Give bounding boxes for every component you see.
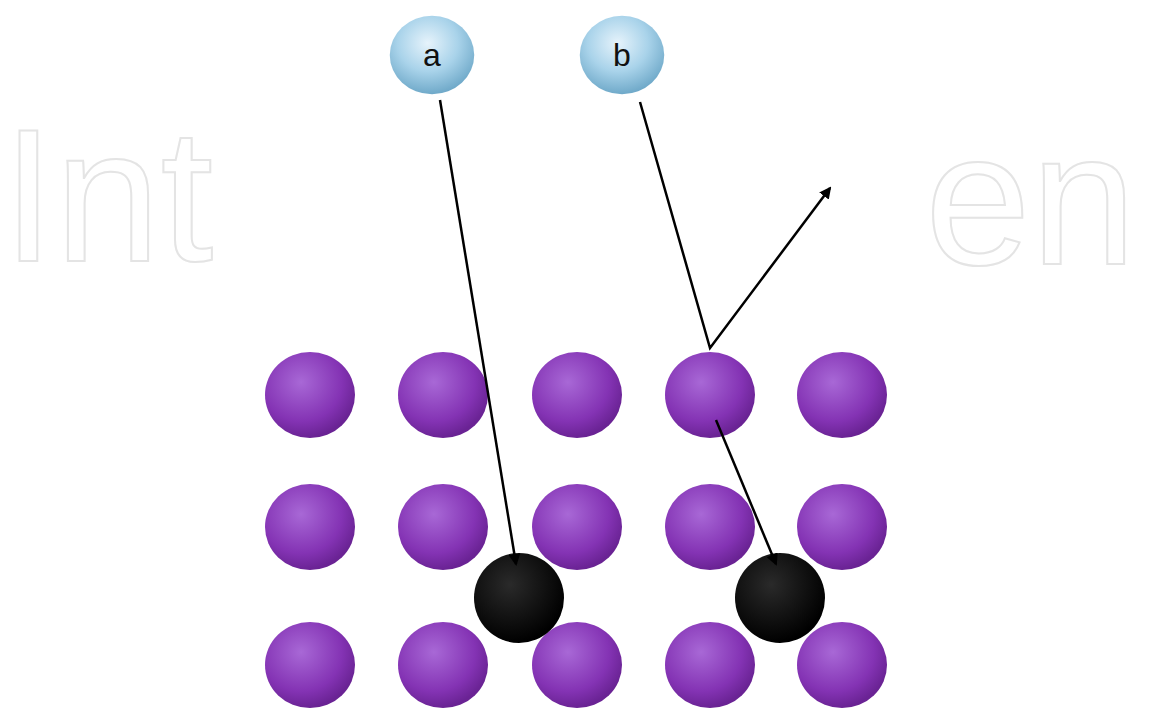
host-atom bbox=[265, 622, 355, 708]
host-atom bbox=[797, 352, 887, 438]
host-atom bbox=[532, 352, 622, 438]
host-atom bbox=[398, 484, 488, 570]
particle-label: b bbox=[613, 37, 631, 74]
recoil-arrow bbox=[716, 420, 776, 564]
host-atom bbox=[797, 484, 887, 570]
trajectory-arrow bbox=[440, 100, 516, 564]
interstitial-atom bbox=[735, 553, 825, 643]
trajectory-arrow bbox=[640, 102, 830, 348]
host-atoms bbox=[265, 352, 887, 708]
host-atom bbox=[665, 352, 755, 438]
incident-particle: a bbox=[388, 14, 476, 96]
host-atom bbox=[398, 352, 488, 438]
particle-label: a bbox=[423, 37, 441, 74]
host-atom bbox=[265, 352, 355, 438]
watermark: Int bbox=[2, 100, 213, 290]
host-atom bbox=[665, 622, 755, 708]
host-atom bbox=[532, 622, 622, 708]
host-atom bbox=[797, 622, 887, 708]
host-atom bbox=[398, 622, 488, 708]
host-atom bbox=[532, 484, 622, 570]
watermark: en bbox=[925, 103, 1136, 293]
interstitial-atom bbox=[474, 553, 564, 643]
host-atom bbox=[665, 484, 755, 570]
incident-particle: b bbox=[578, 14, 666, 96]
host-atom bbox=[265, 484, 355, 570]
